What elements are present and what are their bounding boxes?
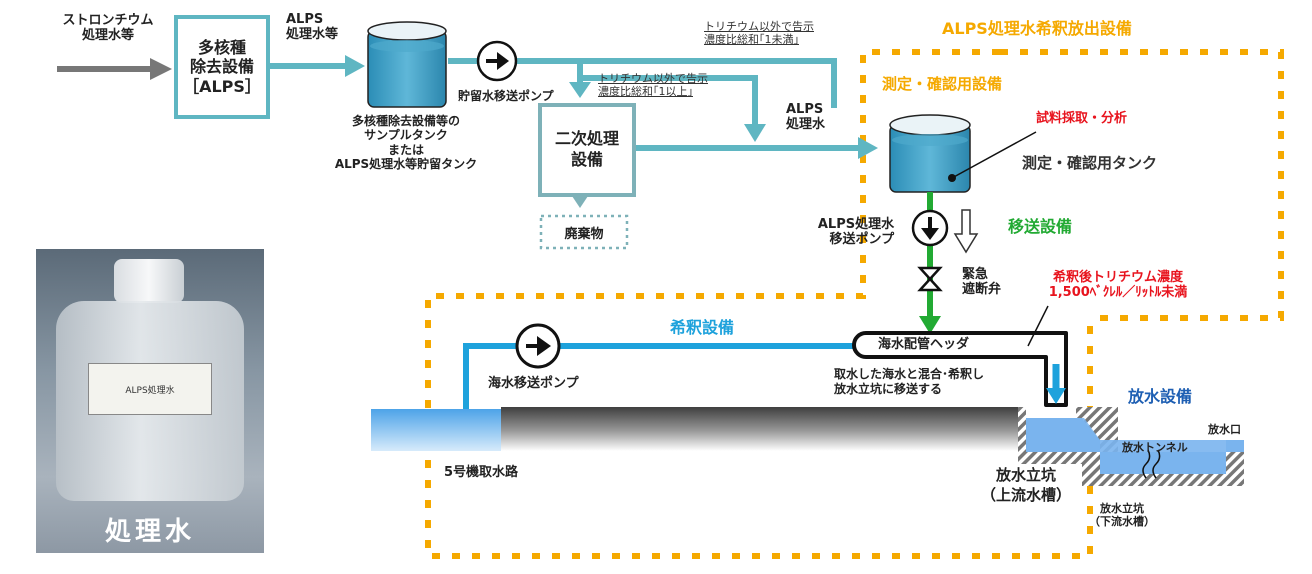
seawater-pump-icon xyxy=(515,323,561,369)
transfer-direction-icon xyxy=(953,209,979,254)
intake-channel xyxy=(371,407,1021,451)
transfer-pump-label: ALPS処理水 移送ポンプ xyxy=(817,217,895,247)
measurement-facility-title: 測定・確認用設備 xyxy=(882,75,1003,93)
discharge-structure xyxy=(1018,407,1244,486)
discharge-facility-border xyxy=(425,49,1284,559)
seawater-header-label: 海水配管ヘッダ xyxy=(878,337,970,352)
input-label: ストロンチウム 処理水等 xyxy=(62,13,154,43)
emergency-valve-label: 緊急 遮断弁 xyxy=(962,267,1002,297)
alps-treated-label: ALPS 処理水 xyxy=(786,102,826,132)
discharge-equipment-label: 放水設備 xyxy=(1128,387,1193,406)
input-flow-arrow xyxy=(57,58,172,80)
transfer-pump-icon xyxy=(911,209,949,247)
tritium-limit-label: 希釈後トリチウム濃度 1,500ﾍﾞｸﾚﾙ／ﾘｯﾄﾙ未満 xyxy=(1048,270,1188,300)
waste-box-frame xyxy=(539,214,629,250)
bottle-label: ALPS処理水 xyxy=(88,363,212,415)
alps-box-label: 多核種 除去設備 ［ALPS］ xyxy=(183,38,261,96)
mixing-note: 取水した海水と混合･希釈し 放水立坑に移送する xyxy=(834,367,985,396)
dilution-facility-label: 希釈設備 xyxy=(670,318,735,337)
alps-water-label: ALPS 処理水等 xyxy=(286,12,339,42)
teal-flow-lines xyxy=(270,58,862,151)
outlet-label: 放水口 xyxy=(1208,423,1241,436)
pump-icon xyxy=(476,40,518,82)
measurement-tank-label: 測定・確認用タンク xyxy=(1022,154,1158,172)
seawater-header-pipe xyxy=(852,305,1068,407)
tunnel-label: 放水トンネル xyxy=(1122,441,1188,454)
intake-label: 5号機取水路 xyxy=(444,465,519,480)
storage-tank-label: 多核種除去設備等の サンプルタンク または ALPS処理水等貯留タンク xyxy=(334,114,478,172)
discharge-facility-title: ALPS処理水希釈放出設備 xyxy=(942,19,1132,38)
waste-label: 廃棄物 xyxy=(564,226,604,242)
tank-icon xyxy=(367,21,447,108)
secondary-box-frame xyxy=(538,103,636,197)
alps-box-frame xyxy=(174,15,270,119)
lower-shaft-label: 放水立坑 （下流水槽） xyxy=(1089,502,1155,528)
storage-pump-label: 貯留水移送ポンプ xyxy=(458,89,554,103)
upper-shaft-label: 放水立坑 （上流水槽） xyxy=(980,466,1072,504)
secondary-box-label: 二次処理 設備 xyxy=(554,129,619,169)
tritium-above-note: トリチウム以外で告示 濃度比総和｢1以上｣ xyxy=(598,72,708,98)
dilution-flow-line xyxy=(463,343,860,428)
photo-caption: 処理水 xyxy=(104,517,195,547)
seawater-pump-label: 海水移送ポンプ xyxy=(488,376,579,391)
transfer-facility-label: 移送設備 xyxy=(1008,217,1073,236)
teal-arrowheads xyxy=(345,55,878,159)
valve-icon xyxy=(917,266,943,292)
bottle-cap xyxy=(114,259,184,303)
measurement-tank-icon xyxy=(889,114,1037,193)
sampling-label: 試料採取・分析 xyxy=(1036,111,1128,126)
tritium-below-note: トリチウム以外で告示 濃度比総和｢1未満｣ xyxy=(704,20,814,46)
treated-water-photo: ALPS処理水 処理水 xyxy=(36,249,264,553)
